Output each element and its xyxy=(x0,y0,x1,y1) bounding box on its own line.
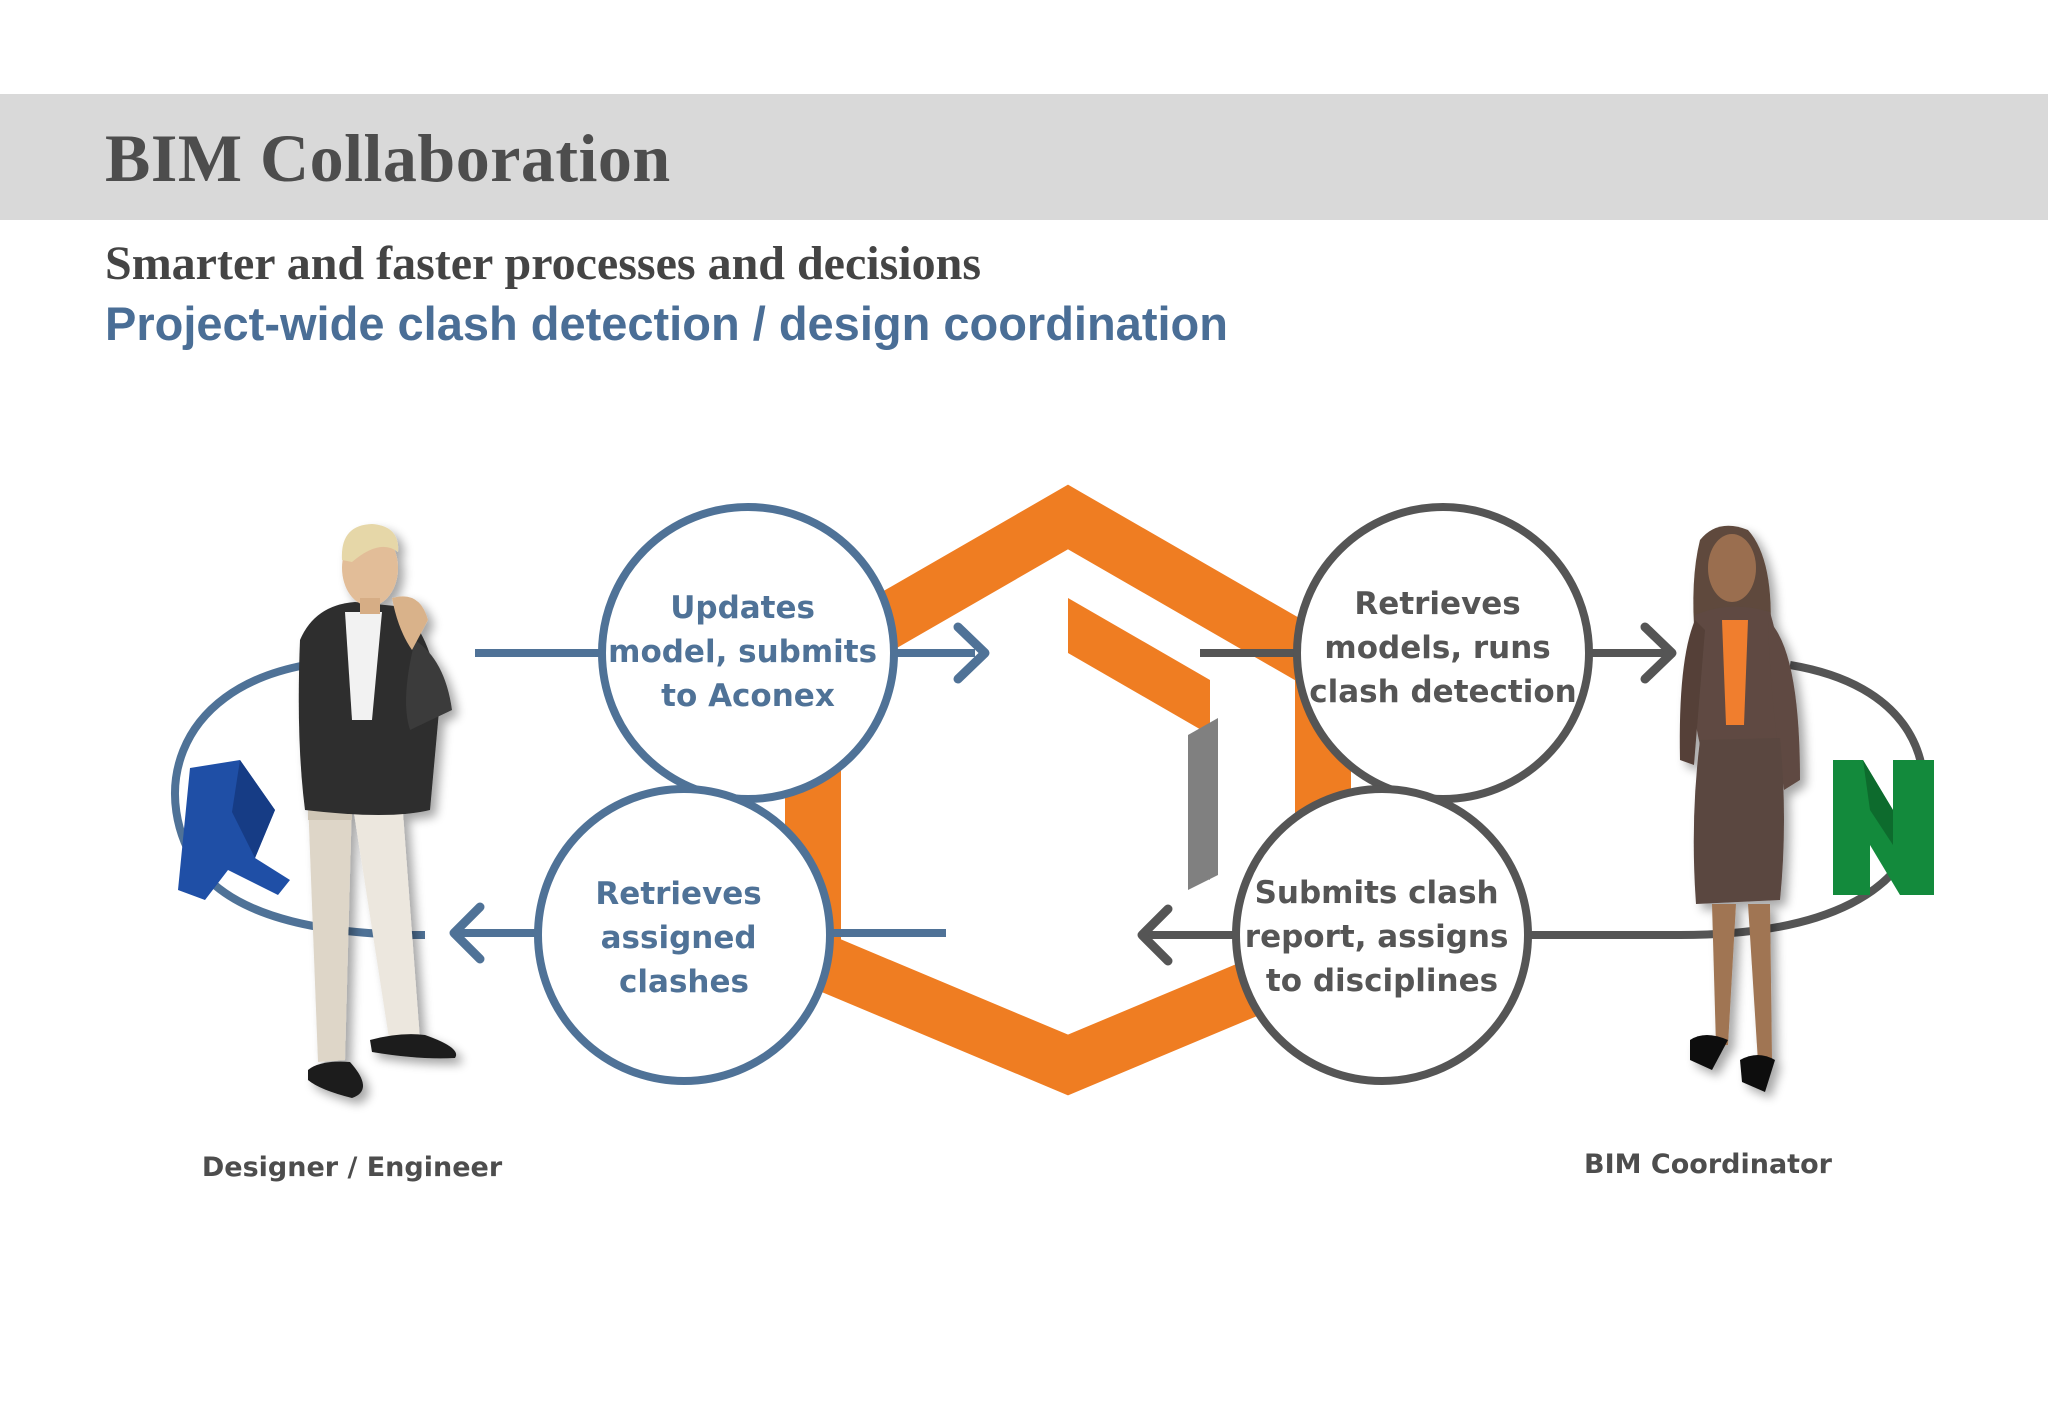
step-text-line: Retrieves xyxy=(1354,586,1520,622)
step-text-line: clash detection xyxy=(1309,674,1576,710)
step-circle-retrieve-models: Retrieves models, runs clash detection xyxy=(1293,503,1593,803)
svg-text:Submits clash report, as: Submits clash report, assigns to discipl… xyxy=(1245,875,1519,999)
page-subtitle: Smarter and faster processes and decisio… xyxy=(105,237,981,290)
step-circle-submit-report: Submits clash report, assigns to discipl… xyxy=(1232,785,1532,1085)
step-text-line: Retrieves xyxy=(595,876,761,912)
step-text-line: to disciplines xyxy=(1266,963,1498,999)
step-text-line: to Aconex xyxy=(661,678,835,714)
step-circle-update-model: Updates model, submits to Aconex xyxy=(598,503,898,803)
step-text-line: models, runs xyxy=(1324,630,1550,666)
svg-text:Updates model, submits: Updates model, submits to Aconex xyxy=(608,590,888,714)
cube-top-face xyxy=(1068,598,1210,735)
step-text-line: assigned xyxy=(601,920,757,956)
designer-figure xyxy=(298,524,457,1098)
navisworks-logo-icon xyxy=(1833,760,1934,895)
connector-retrieve-models xyxy=(1200,622,1677,684)
connector-submit xyxy=(475,622,990,684)
page-title: BIM Collaboration xyxy=(105,120,671,196)
revit-logo-icon xyxy=(178,760,290,900)
connector-retrieve-clashes xyxy=(449,902,946,964)
role-label-designer: Designer / Engineer xyxy=(202,1152,503,1183)
svg-text:Retrieves models, runs: Retrieves models, runs clash detection xyxy=(1309,586,1576,710)
svg-text:Retrieves assigned: Retrieves assigned clashes xyxy=(595,876,772,1000)
step-text-line: clashes xyxy=(619,964,749,1000)
step-text-line: model, submits xyxy=(608,634,877,670)
title-band xyxy=(0,94,2048,220)
step-text-line: Submits clash xyxy=(1255,875,1499,911)
step-text-line: report, assigns xyxy=(1245,919,1509,955)
section-subheading: Project-wide clash detection / design co… xyxy=(105,297,1228,350)
connector-submit-report xyxy=(1137,904,1238,966)
coordinator-figure xyxy=(1679,525,1800,1092)
step-circle-retrieve-clashes: Retrieves assigned clashes xyxy=(534,785,834,1085)
step-text-line: Updates xyxy=(670,590,815,626)
role-label-coordinator: BIM Coordinator xyxy=(1584,1149,1833,1180)
